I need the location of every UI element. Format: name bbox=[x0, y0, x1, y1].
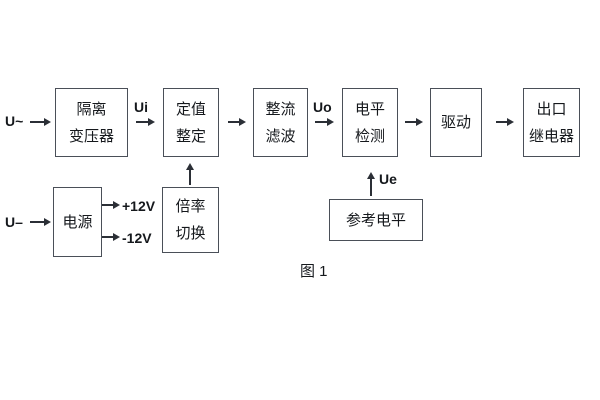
arrow-uo bbox=[315, 121, 327, 123]
arrow-plus-12v bbox=[102, 204, 113, 206]
label-dc-input: U– bbox=[5, 214, 23, 230]
arrow-ui bbox=[136, 121, 148, 123]
block-value-setting: 定值 整定 bbox=[163, 88, 219, 157]
block-rectify-filter: 整流 滤波 bbox=[253, 88, 308, 157]
block-isolation-transformer-line2: 变压器 bbox=[68, 127, 114, 145]
label-plus-12v: +12V bbox=[122, 198, 156, 214]
arrow-reference-to-detect bbox=[370, 179, 372, 196]
label-uo: Uo bbox=[313, 99, 332, 115]
block-reference-level-label: 参考电平 bbox=[345, 211, 406, 229]
block-drive: 驱动 bbox=[430, 88, 482, 157]
block-multiplier-switch-line2: 切换 bbox=[175, 225, 206, 242]
figure-caption: 图 1 bbox=[300, 263, 328, 280]
label-ac-input: U~ bbox=[5, 113, 24, 129]
arrow-multiplier-to-setting bbox=[189, 170, 191, 185]
label-ue: Ue bbox=[379, 171, 397, 187]
block-isolation-transformer: 隔离 变压器 bbox=[55, 88, 128, 157]
block-isolation-transformer-line1: 隔离 bbox=[76, 100, 107, 118]
label-ui: Ui bbox=[134, 99, 148, 115]
arrow-detect-to-drive bbox=[405, 121, 416, 123]
block-power-supply-label: 电源 bbox=[62, 213, 93, 231]
block-rectify-filter-line1: 整流 bbox=[265, 100, 296, 118]
arrow-dc-input bbox=[30, 221, 44, 223]
block-output-relay: 出口 继电器 bbox=[523, 88, 580, 157]
block-rectify-filter-line2: 滤波 bbox=[265, 127, 296, 145]
block-multiplier-switch-line1: 倍率 bbox=[175, 198, 206, 215]
block-reference-level: 参考电平 bbox=[329, 199, 423, 241]
block-output-relay-line2: 继电器 bbox=[528, 127, 574, 145]
block-level-detect: 电平 检测 bbox=[342, 88, 398, 157]
arrow-minus-12v bbox=[102, 236, 113, 238]
block-value-setting-line2: 整定 bbox=[175, 127, 206, 145]
block-level-detect-line1: 电平 bbox=[354, 100, 385, 118]
arrow-setting-to-rectifier bbox=[228, 121, 239, 123]
block-power-supply: 电源 bbox=[53, 187, 102, 257]
block-drive-label: 驱动 bbox=[440, 114, 471, 131]
block-output-relay-line1: 出口 bbox=[536, 100, 567, 118]
block-value-setting-line1: 定值 bbox=[175, 100, 206, 118]
label-minus-12v: -12V bbox=[122, 230, 152, 246]
arrow-drive-to-relay bbox=[496, 121, 507, 123]
block-level-detect-line2: 检测 bbox=[354, 127, 385, 145]
arrow-ac-input bbox=[30, 121, 44, 123]
block-multiplier-switch: 倍率 切换 bbox=[162, 187, 219, 253]
